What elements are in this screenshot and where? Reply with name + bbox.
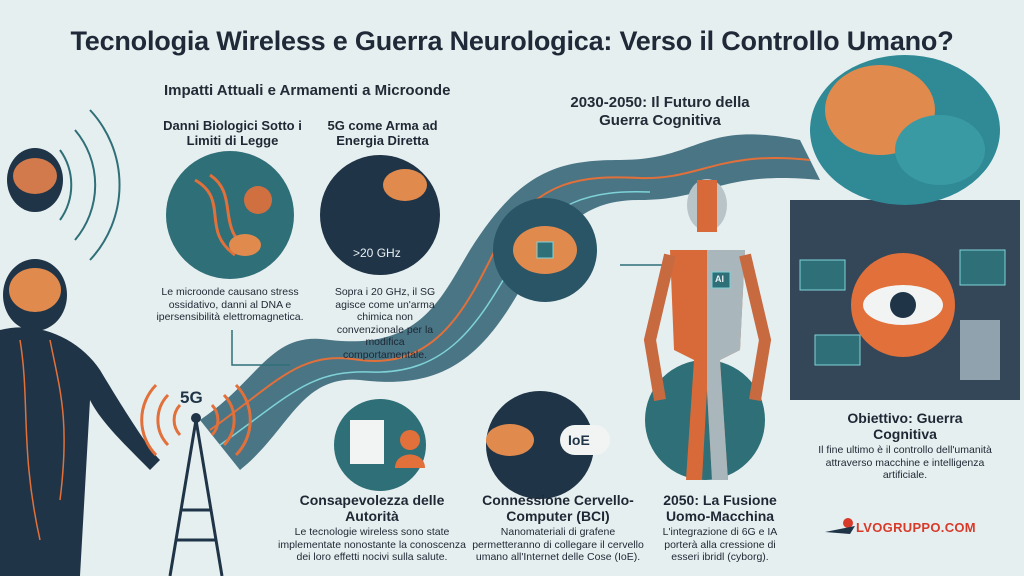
card-title-bci: Connessione Cervello-Computer (BCI) bbox=[482, 492, 634, 524]
card-title-fusion: 2050: La Fusione Uomo-Macchina bbox=[663, 492, 777, 524]
ioe-badge: IoE bbox=[568, 432, 590, 448]
site-logo[interactable]: LVOGRUPPO.COM bbox=[856, 520, 976, 535]
card-text-fusion: L'integrazione di 6G e IA porterà alla c… bbox=[662, 526, 778, 563]
card-text-biological-damage: Le microonde causano stress ossidativo, … bbox=[156, 286, 304, 323]
logo-mark bbox=[825, 518, 855, 534]
frequency-badge: >20 GHz bbox=[353, 246, 401, 260]
ioe-circle bbox=[486, 391, 594, 499]
card-title-5g-weapon: 5G come Arma ad Energia Diretta bbox=[327, 118, 438, 148]
card-title-authorities: Consapevolezza delle Autorità bbox=[299, 492, 445, 524]
card-title-cognitive-war: Obiettivo: Guerra Cognitiva bbox=[847, 410, 963, 442]
card-text-authorities: Le tecnologie wireless sono state implem… bbox=[278, 526, 466, 563]
data-stream-band bbox=[200, 134, 820, 470]
tower-5g-label: 5G bbox=[180, 388, 203, 407]
brain-machine-illustration bbox=[790, 55, 1020, 400]
cyborg-illustration bbox=[643, 179, 772, 480]
card-fusion: 2050: La Fusione Uomo-Macchina L'integra… bbox=[650, 492, 790, 564]
card-text-cognitive-war: Il fine ultimo è il controllo dell'umani… bbox=[818, 444, 992, 481]
5g-tower-illustration bbox=[140, 383, 252, 576]
section-heading-current: Impatti Attuali e Armamenti a Microonde bbox=[164, 82, 451, 99]
human-silhouette-illustration bbox=[0, 109, 160, 576]
card-text-bci: Nanomateriali di grafene permetteranno d… bbox=[472, 526, 644, 563]
ai-chip-badge: AI bbox=[715, 274, 724, 284]
card-cognitive-war: Obiettivo: Guerra Cognitiva Il fine ulti… bbox=[815, 410, 995, 482]
section-heading-future: 2030-2050: Il Futuro della Guerra Cognit… bbox=[570, 94, 750, 129]
card-authorities: Consapevolezza delle Autorità Le tecnolo… bbox=[278, 492, 466, 564]
page-title: Tecnologia Wireless e Guerra Neurologica… bbox=[70, 26, 954, 56]
card-title-biological-damage: Danni Biologici Sotto i Limiti di Legge bbox=[163, 118, 302, 148]
card-text-5g-weapon: Sopra i 20 GHz, il SG agisce come un'arm… bbox=[334, 286, 436, 361]
card-bci: Connessione Cervello-Computer (BCI) Nano… bbox=[470, 492, 646, 564]
